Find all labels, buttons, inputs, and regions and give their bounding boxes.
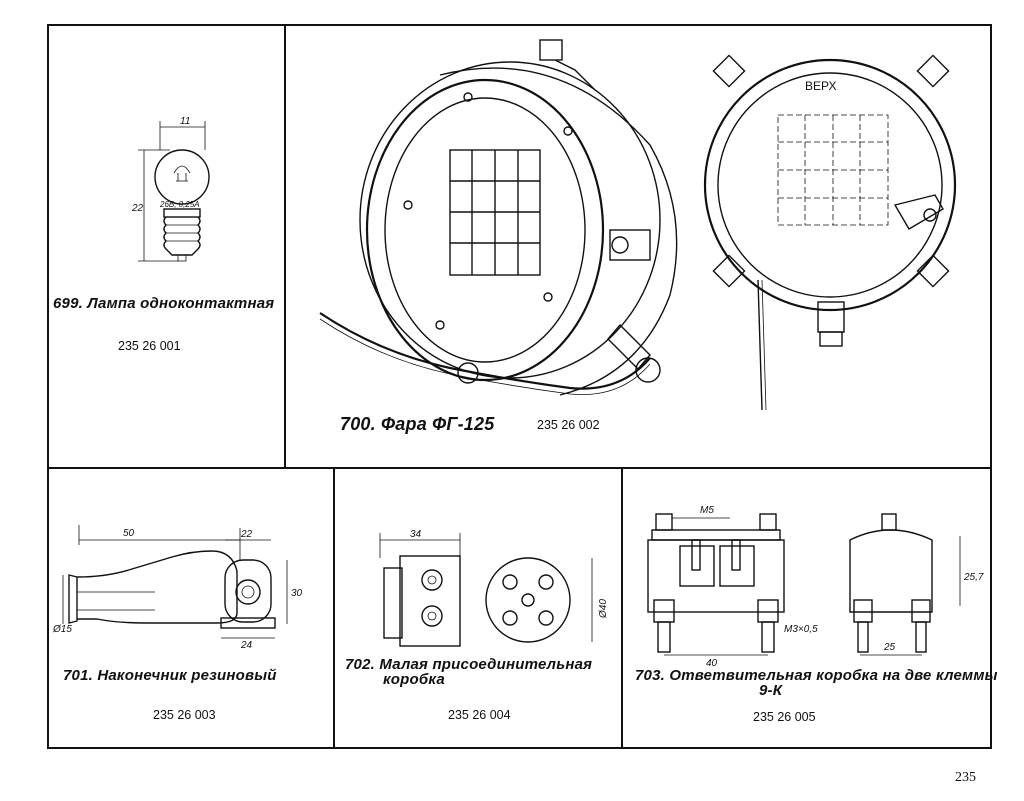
item-700-title: 700. Фара ФГ-125 <box>340 414 495 434</box>
divider-horizontal <box>47 467 992 469</box>
lamp-marking: 26В; 0,25А <box>159 200 200 209</box>
tip-length-dim: 50 <box>123 528 135 539</box>
lamp-height-dim: 22 <box>131 203 144 214</box>
box-width-dim: 34 <box>410 529 422 540</box>
headlamp-side-drawing <box>319 39 678 396</box>
rubber-tip-drawing: 50 Ø15 22 30 24 <box>52 525 303 651</box>
branch-box-drawing: М5 40 М3×0,5 25 25,7 <box>647 505 984 669</box>
item-703-title-line2: 9-К <box>759 682 783 699</box>
tip-dia-dim: Ø15 <box>52 624 72 635</box>
item-703-title-line1: 703. Ответвительная коробка на две клемм… <box>635 667 998 684</box>
item-701-title: 701. Наконечник резиновый <box>63 667 277 684</box>
lamp-drawing: 11 22 26В; 0,25А <box>131 116 210 262</box>
divider-vertical-bottom-2 <box>621 467 623 749</box>
headlamp-top-label: ВЕРХ <box>805 79 836 93</box>
divider-vertical-bottom-1 <box>333 467 335 749</box>
item-700-code: 235 26 002 <box>537 418 600 432</box>
tip-h-dim: 30 <box>291 588 303 599</box>
box-dia-dim: Ø40 <box>598 599 609 619</box>
item-702-title-line2: коробка <box>383 671 445 688</box>
branch-length-dim: 40 <box>706 658 718 669</box>
item-701-code: 235 26 003 <box>153 708 216 722</box>
tip-w1-dim: 22 <box>240 529 253 540</box>
item-699-code: 235 26 001 <box>118 339 181 353</box>
tip-w2-dim: 24 <box>240 640 253 651</box>
branch-thread-dim: М3×0,5 <box>784 624 818 635</box>
item-699-title: 699. Лампа одноконтактная <box>53 295 275 312</box>
page-number: 235 <box>955 770 976 785</box>
junction-box-drawing: 34 Ø40 <box>379 529 609 647</box>
catalog-frame <box>47 24 992 749</box>
item-702-title-line1: 702. Малая присоединительная <box>345 656 593 673</box>
branch-height-dim: 25,7 <box>963 572 984 583</box>
branch-m5-dim: М5 <box>700 505 714 516</box>
item-702-code: 235 26 004 <box>448 708 511 722</box>
lamp-width-dim: 11 <box>180 116 190 127</box>
branch-width-dim: 25 <box>883 642 896 653</box>
divider-vertical-top <box>284 24 286 468</box>
item-703-code: 235 26 005 <box>753 710 816 724</box>
headlamp-front-drawing: ВЕРХ <box>703 54 957 411</box>
